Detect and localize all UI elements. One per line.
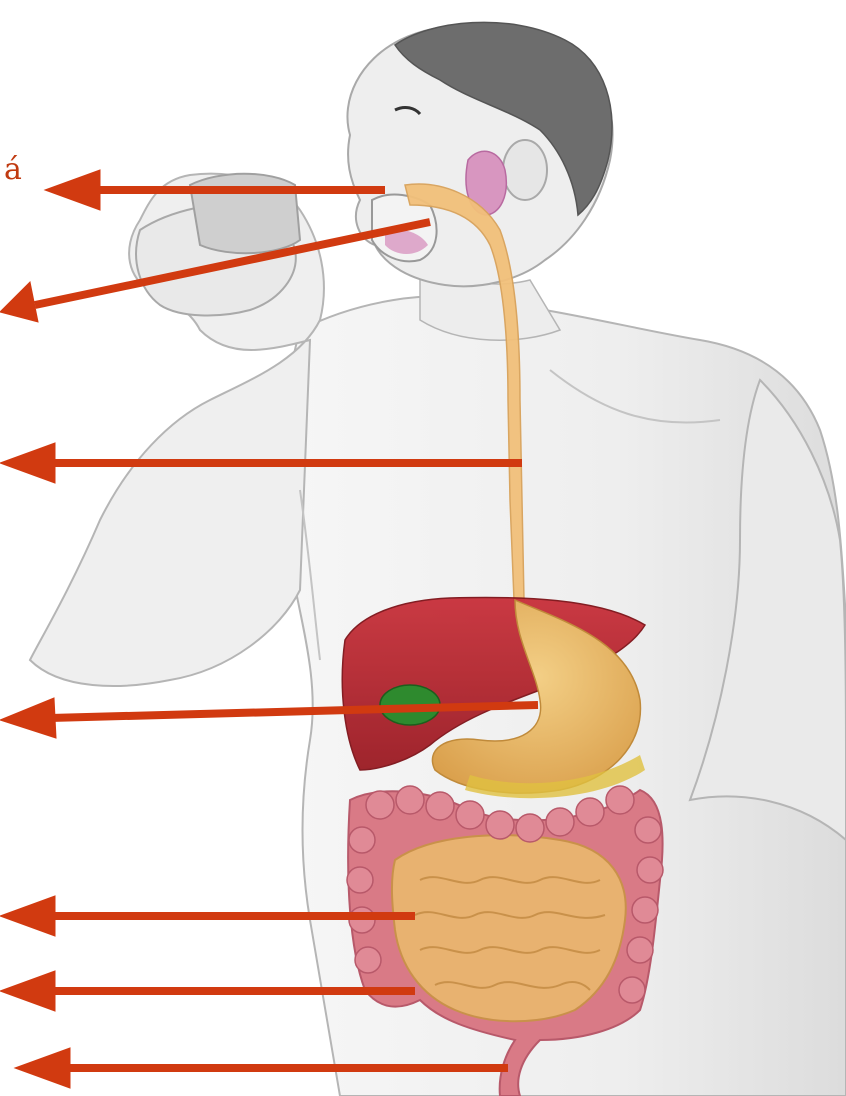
small-intestine	[392, 835, 626, 1021]
partial-label: á	[4, 155, 22, 185]
digestive-organs	[342, 151, 663, 1096]
cup	[190, 174, 300, 253]
ear	[503, 140, 547, 200]
